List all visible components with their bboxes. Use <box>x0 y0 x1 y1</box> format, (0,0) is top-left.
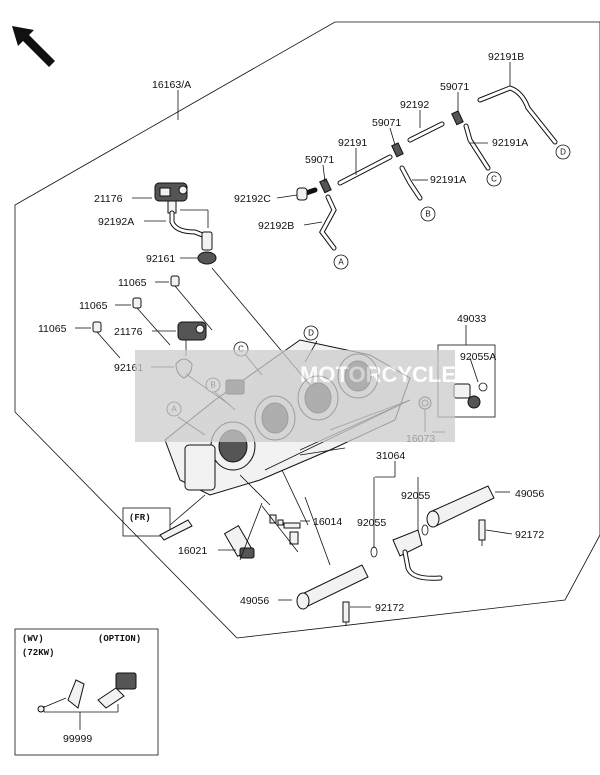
svg-text:C: C <box>238 345 244 354</box>
part-92161-top: 92161 <box>146 253 175 265</box>
part-92191A-low: 92191A <box>430 174 466 186</box>
part-92191A-top: 92191A <box>492 137 528 149</box>
part-11065-c: 11065 <box>38 323 67 335</box>
idle-screw-parts <box>223 502 301 561</box>
marker-D-body: D <box>303 325 319 341</box>
inset-label-right: (OPTION) <box>98 634 141 644</box>
part-21176-mid: 21176 <box>114 326 143 338</box>
inset-label-sub: (72KW) <box>22 648 54 658</box>
part-92055A: 92055A <box>460 351 496 363</box>
direction-arrow-icon <box>12 26 55 67</box>
part-92055-left: 92055 <box>357 517 386 529</box>
part-11065-b: 11065 <box>79 300 108 312</box>
part-92192A: 92192A <box>98 216 134 228</box>
svg-text:C: C <box>491 175 497 184</box>
fr-label: (FR) <box>129 513 151 523</box>
assembly-frame <box>14 21 600 639</box>
part-16014: 16014 <box>313 516 342 528</box>
part-99999: 99999 <box>63 733 92 745</box>
part-49056-right: 49056 <box>515 488 544 500</box>
part-16163A: 16163/A <box>152 79 191 91</box>
part-92191: 92191 <box>338 137 367 149</box>
part-49033: 49033 <box>457 313 486 325</box>
part-31064: 31064 <box>376 450 405 462</box>
part-16021: 16021 <box>178 545 207 557</box>
part-59071-top: 59071 <box>440 81 469 93</box>
part-92172-right: 92172 <box>515 529 544 541</box>
svg-text:D: D <box>560 148 566 157</box>
marker-D-hose: D <box>555 144 571 160</box>
svg-text:A: A <box>338 258 344 267</box>
part-21176-top: 21176 <box>94 193 123 205</box>
part-92192: 92192 <box>400 99 429 111</box>
part-59071-mid: 59071 <box>372 117 401 129</box>
marker-C-hose: C <box>486 171 502 187</box>
option-inset: (WV) (72KW) (OPTION) 99999 <box>14 628 159 756</box>
fittings-11065 <box>92 275 213 359</box>
vacuum-hose-assembly <box>296 85 558 251</box>
part-92191B: 92191B <box>488 51 524 63</box>
part-leaders <box>75 62 513 608</box>
marker-A-hose: A <box>333 254 349 270</box>
part-11065-a: 11065 <box>118 277 147 289</box>
watermark-text: MOTORCYCLE <box>300 362 456 387</box>
fr-label-box: (FR) <box>122 507 193 541</box>
fuel-rail-assembly <box>239 461 510 626</box>
svg-text:D: D <box>308 329 314 338</box>
part-59071-low: 59071 <box>305 154 334 166</box>
part-92192B: 92192B <box>258 220 294 232</box>
marker-B-hose: B <box>420 206 436 222</box>
inset-label-left: (WV) <box>22 634 44 644</box>
part-49056-left: 49056 <box>240 595 269 607</box>
part-92192C: 92192C <box>234 193 271 205</box>
map-sensor-upper <box>154 182 217 265</box>
part-92055-right: 92055 <box>401 490 430 502</box>
part-92172-left: 92172 <box>375 602 404 614</box>
svg-text:B: B <box>425 210 430 219</box>
watermark: MOTORCYCLE <box>135 350 456 442</box>
